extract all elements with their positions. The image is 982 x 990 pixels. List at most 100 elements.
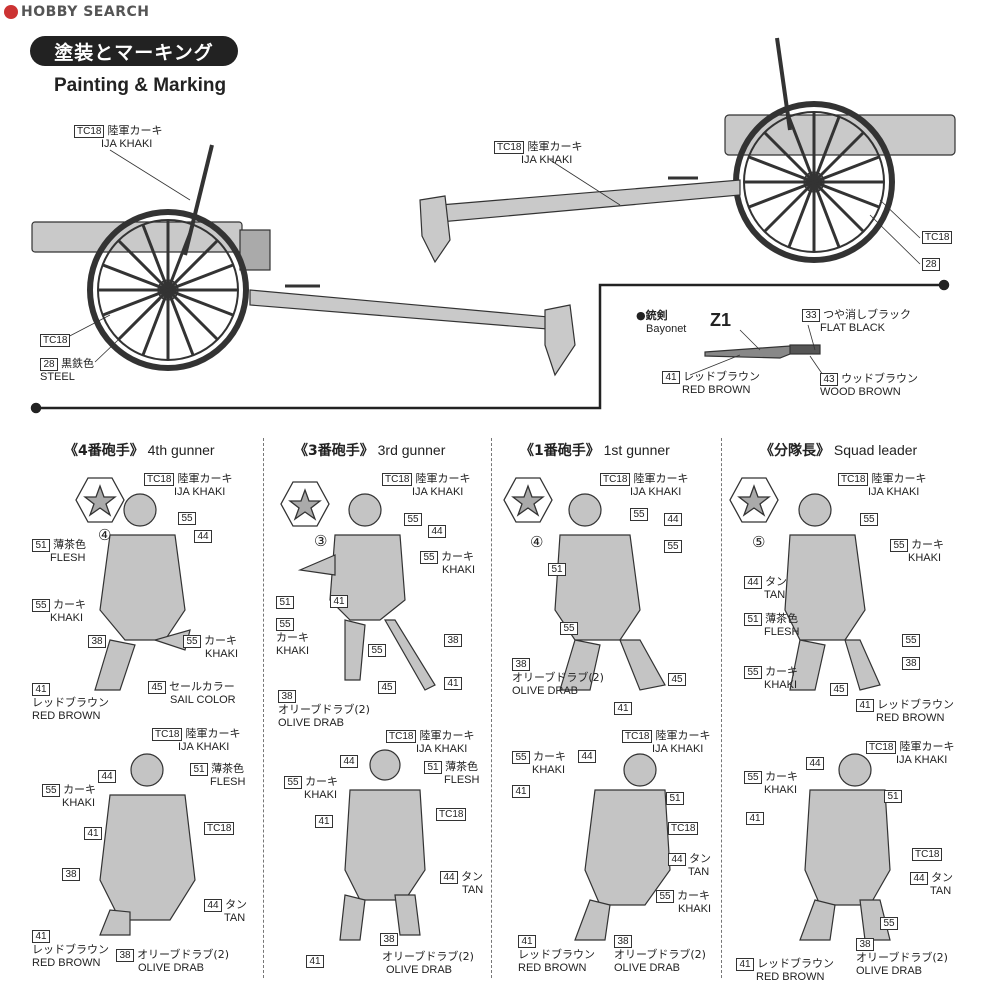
callout-1st-55b: 55 xyxy=(664,540,682,553)
figure-number-4th: ④ xyxy=(98,527,112,544)
callout-4th-back-41: 41 xyxy=(84,827,102,840)
figure-4th-gunner-back xyxy=(99,753,196,936)
callout-1st-41: 41 xyxy=(614,702,632,715)
callout-right-tc18: TC18 陸軍カーキ IJA KHAKI xyxy=(494,140,583,167)
callout-squad-38: 38 xyxy=(902,657,920,670)
callout-squad-back-44: 44 xyxy=(806,757,824,770)
callout-4th-back-44: 44 xyxy=(98,770,116,783)
callout-squad-back-41: 41 xyxy=(746,812,764,825)
callout-1st-back-44: 44 xyxy=(578,750,596,763)
rank-insignia-squad xyxy=(729,477,779,523)
callout-squad-55b: 55 xyxy=(902,634,920,647)
callout-left-tc18-lower: TC18 xyxy=(40,334,71,347)
callout-4th-38: 38 xyxy=(88,635,106,648)
figure-number-squad: ⑤ xyxy=(752,534,766,551)
callout-3rd-38: 38 xyxy=(444,634,462,647)
callout-squad-back-55b: 55 xyxy=(880,917,898,930)
column-divider xyxy=(721,438,722,978)
figure-number-3rd: ③ xyxy=(314,533,328,550)
callout-right-tc18-b: TC18 xyxy=(922,231,953,244)
column-divider xyxy=(491,438,492,978)
figure-4th-gunner-front xyxy=(94,493,191,691)
callout-right-28: 28 xyxy=(922,258,940,271)
figure-header-squad-leader: 《分隊長》 Squad leader xyxy=(760,442,918,459)
callout-squad-back-51: 51 xyxy=(884,790,902,803)
figure-squad-leader-front xyxy=(784,493,881,691)
callout-3rd-55-c: 55 xyxy=(368,644,386,657)
callout-squad-back-tc18b: TC18 xyxy=(912,848,943,861)
logo-mark-icon xyxy=(4,5,18,19)
figure-3rd-gunner-front xyxy=(297,493,436,691)
callout-1st-44: 44 xyxy=(664,513,682,526)
section-title-jp: 塗装とマーキング xyxy=(30,36,238,66)
callout-1st-55: 55 xyxy=(630,508,648,521)
callout-3rd-back-tc18b: TC18 xyxy=(436,808,467,821)
callout-left-steel: 28 黒鉄色 STEEL xyxy=(40,357,95,383)
callout-3rd-back-44: 44 xyxy=(340,755,358,768)
rank-insignia-4th xyxy=(75,477,125,523)
callout-4th-44: 44 xyxy=(194,530,212,543)
figure-1st-gunner-front xyxy=(554,493,666,691)
figure-number-1st: ④ xyxy=(530,534,544,551)
figure-header-1st-gunner: 《1番砲手》 1st gunner xyxy=(520,442,670,459)
logo-text: HOBBY SEARCH xyxy=(21,4,150,20)
callout-1st-55c: 55 xyxy=(560,622,578,635)
field-gun-left-drawing xyxy=(31,144,576,377)
callout-4th-back-38b: 38 オリーブドラブ(2)OLIVE DRAB xyxy=(116,948,229,975)
section-separator xyxy=(30,279,950,414)
callout-3rd-44: 44 xyxy=(428,525,446,538)
callout-1st-back-41: 41 xyxy=(512,785,530,798)
callout-3rd-41: 41 xyxy=(330,595,348,608)
callout-4th-back-38: 38 xyxy=(62,868,80,881)
callout-3rd-45: 45 xyxy=(378,681,396,694)
callout-4th-back-tc18b: TC18 xyxy=(204,822,235,835)
callout-3rd-41b: 41 xyxy=(444,677,462,690)
callout-3rd-back-41: 41 xyxy=(315,815,333,828)
callout-1st-back-tc18b: TC18 xyxy=(668,822,699,835)
figure-header-4th-gunner: 《4番砲手》 4th gunner xyxy=(64,442,215,459)
figure-1st-gunner-back xyxy=(574,753,671,941)
callout-3rd-back-38: 38 xyxy=(380,933,398,946)
callout-3rd-back-41b: 41 xyxy=(306,955,324,968)
callout-4th-55: 55 xyxy=(178,512,196,525)
figure-squad-leader-back xyxy=(799,753,891,941)
column-divider xyxy=(263,438,264,978)
callout-1st-45: 45 xyxy=(668,673,686,686)
callout-3rd-51: 51 xyxy=(276,596,294,609)
figure-3rd-gunner-back xyxy=(339,749,426,941)
figure-header-3rd-gunner: 《3番砲手》 3rd gunner xyxy=(294,442,446,459)
callout-1st-back-51: 51 xyxy=(666,792,684,805)
